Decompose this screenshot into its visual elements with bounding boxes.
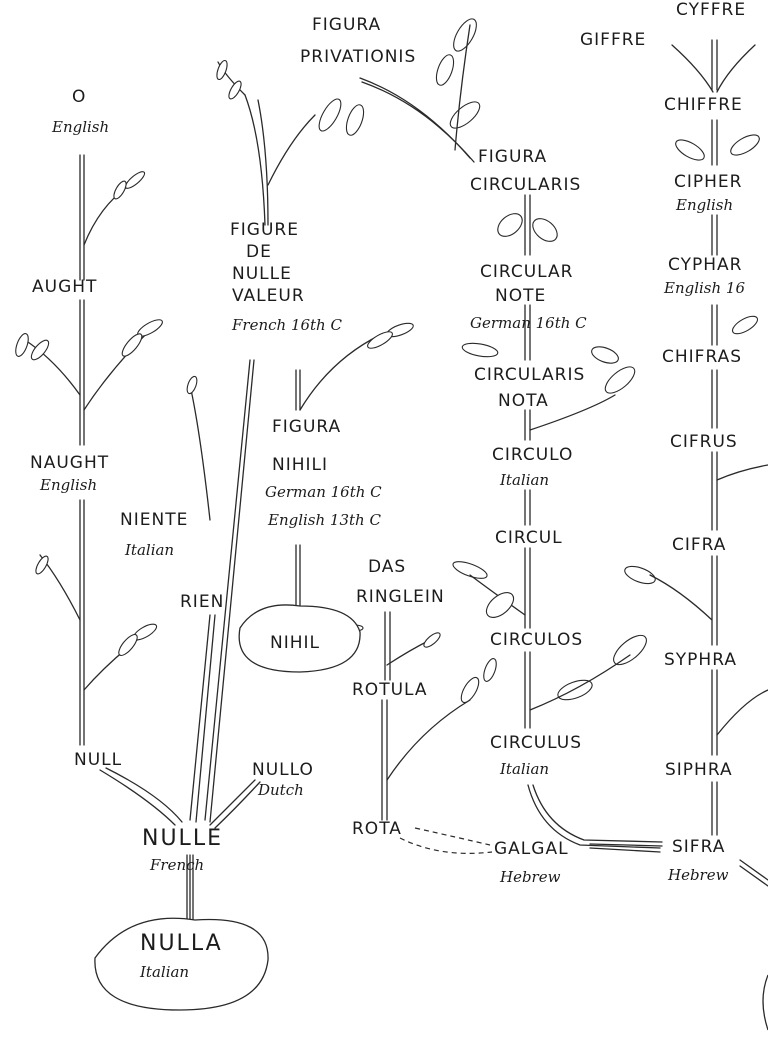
lang-sifra: Hebrew bbox=[667, 866, 729, 884]
lang-naught: English bbox=[39, 476, 97, 494]
word-chifras: CHIFRAS bbox=[662, 347, 742, 367]
lang-nulle: French bbox=[149, 856, 204, 874]
word-nihil: NIHIL bbox=[270, 633, 320, 653]
lang-nulla: Italian bbox=[139, 963, 189, 981]
word-circular-note-2: NOTE bbox=[495, 286, 546, 306]
word-figura-privationis-1: FIGURA bbox=[312, 15, 381, 35]
word-sifra: SIFRA bbox=[672, 837, 725, 857]
lang-niente: Italian bbox=[124, 541, 174, 559]
word-circularis-nota-1: CIRCULARIS bbox=[474, 365, 585, 385]
word-cipher: CIPHER bbox=[674, 172, 742, 192]
word-figure-de-3: NULLE bbox=[232, 264, 292, 284]
lang-nihili-2: English 13th C bbox=[267, 511, 381, 529]
word-aught: AUGHT bbox=[32, 277, 97, 297]
word-circulus: CIRCULUS bbox=[490, 733, 582, 753]
word-cifra: CIFRA bbox=[672, 535, 726, 555]
word-circulo: CIRCULO bbox=[492, 445, 573, 465]
word-naught: NAUGHT bbox=[30, 453, 109, 473]
word-galgal: GALGAL bbox=[494, 839, 569, 859]
word-figura-privationis-2: PRIVATIONIS bbox=[300, 47, 416, 67]
tree-branches bbox=[80, 40, 768, 925]
lang-circulo: Italian bbox=[499, 471, 549, 489]
word-nulla: NULLA bbox=[140, 931, 223, 956]
lang-galgal: Hebrew bbox=[499, 868, 561, 886]
lang-figure-de: French 16th C bbox=[231, 316, 342, 334]
word-figura: FIGURA bbox=[272, 417, 341, 437]
word-das: DAS bbox=[368, 557, 406, 577]
word-ringlein: RINGLEIN bbox=[356, 587, 445, 607]
word-niente: NIENTE bbox=[120, 510, 188, 530]
word-nihili: NIHILI bbox=[272, 455, 328, 475]
lang-cipher: English bbox=[675, 196, 733, 214]
tree-labels: O English AUGHT NAUGHT English NIENTE It… bbox=[30, 0, 746, 981]
word-cyffre: CYFFRE bbox=[676, 0, 746, 20]
lang-english-top: English bbox=[51, 118, 109, 136]
word-cifrus: CIFRUS bbox=[670, 432, 738, 452]
word-nullo: NULLO bbox=[252, 760, 314, 780]
lang-nihili-1: German 16th C bbox=[265, 483, 382, 501]
word-circular-note-1: CIRCULAR bbox=[480, 262, 573, 282]
word-chiffre: CHIFFRE bbox=[664, 95, 743, 115]
word-figure-de-2: DE bbox=[246, 242, 272, 262]
word-circularis-nota-2: NOTA bbox=[498, 391, 549, 411]
lang-circulus: Italian bbox=[499, 760, 549, 778]
word-circulos: CIRCULOS bbox=[490, 630, 583, 650]
lang-nullo: Dutch bbox=[257, 781, 304, 799]
word-giffre: GIFFRE bbox=[580, 30, 646, 50]
word-cyphar: CYPHAR bbox=[668, 255, 742, 275]
lang-cyphar: English 16 bbox=[663, 279, 745, 297]
word-figura-circ-2: CIRCULARIS bbox=[470, 175, 581, 195]
word-circul: CIRCUL bbox=[495, 528, 563, 548]
word-figure-de-1: FIGURE bbox=[230, 220, 299, 240]
word-nulle: NULLE bbox=[142, 826, 223, 851]
word-figura-circ-1: FIGURA bbox=[478, 147, 547, 167]
word-syphra: SYPHRA bbox=[664, 650, 737, 670]
word-siphra: SIPHRA bbox=[665, 760, 733, 780]
bottom-right-pod bbox=[763, 975, 768, 1030]
word-figure-de-4: VALEUR bbox=[232, 286, 305, 306]
word-rota: ROTA bbox=[352, 819, 402, 839]
lang-circular-note: German 16th C bbox=[470, 314, 587, 332]
word-rien: RIEN bbox=[180, 592, 224, 612]
word-rotula: ROTULA bbox=[352, 680, 428, 700]
word-null: NULL bbox=[74, 750, 122, 770]
word-o: O bbox=[72, 87, 86, 107]
